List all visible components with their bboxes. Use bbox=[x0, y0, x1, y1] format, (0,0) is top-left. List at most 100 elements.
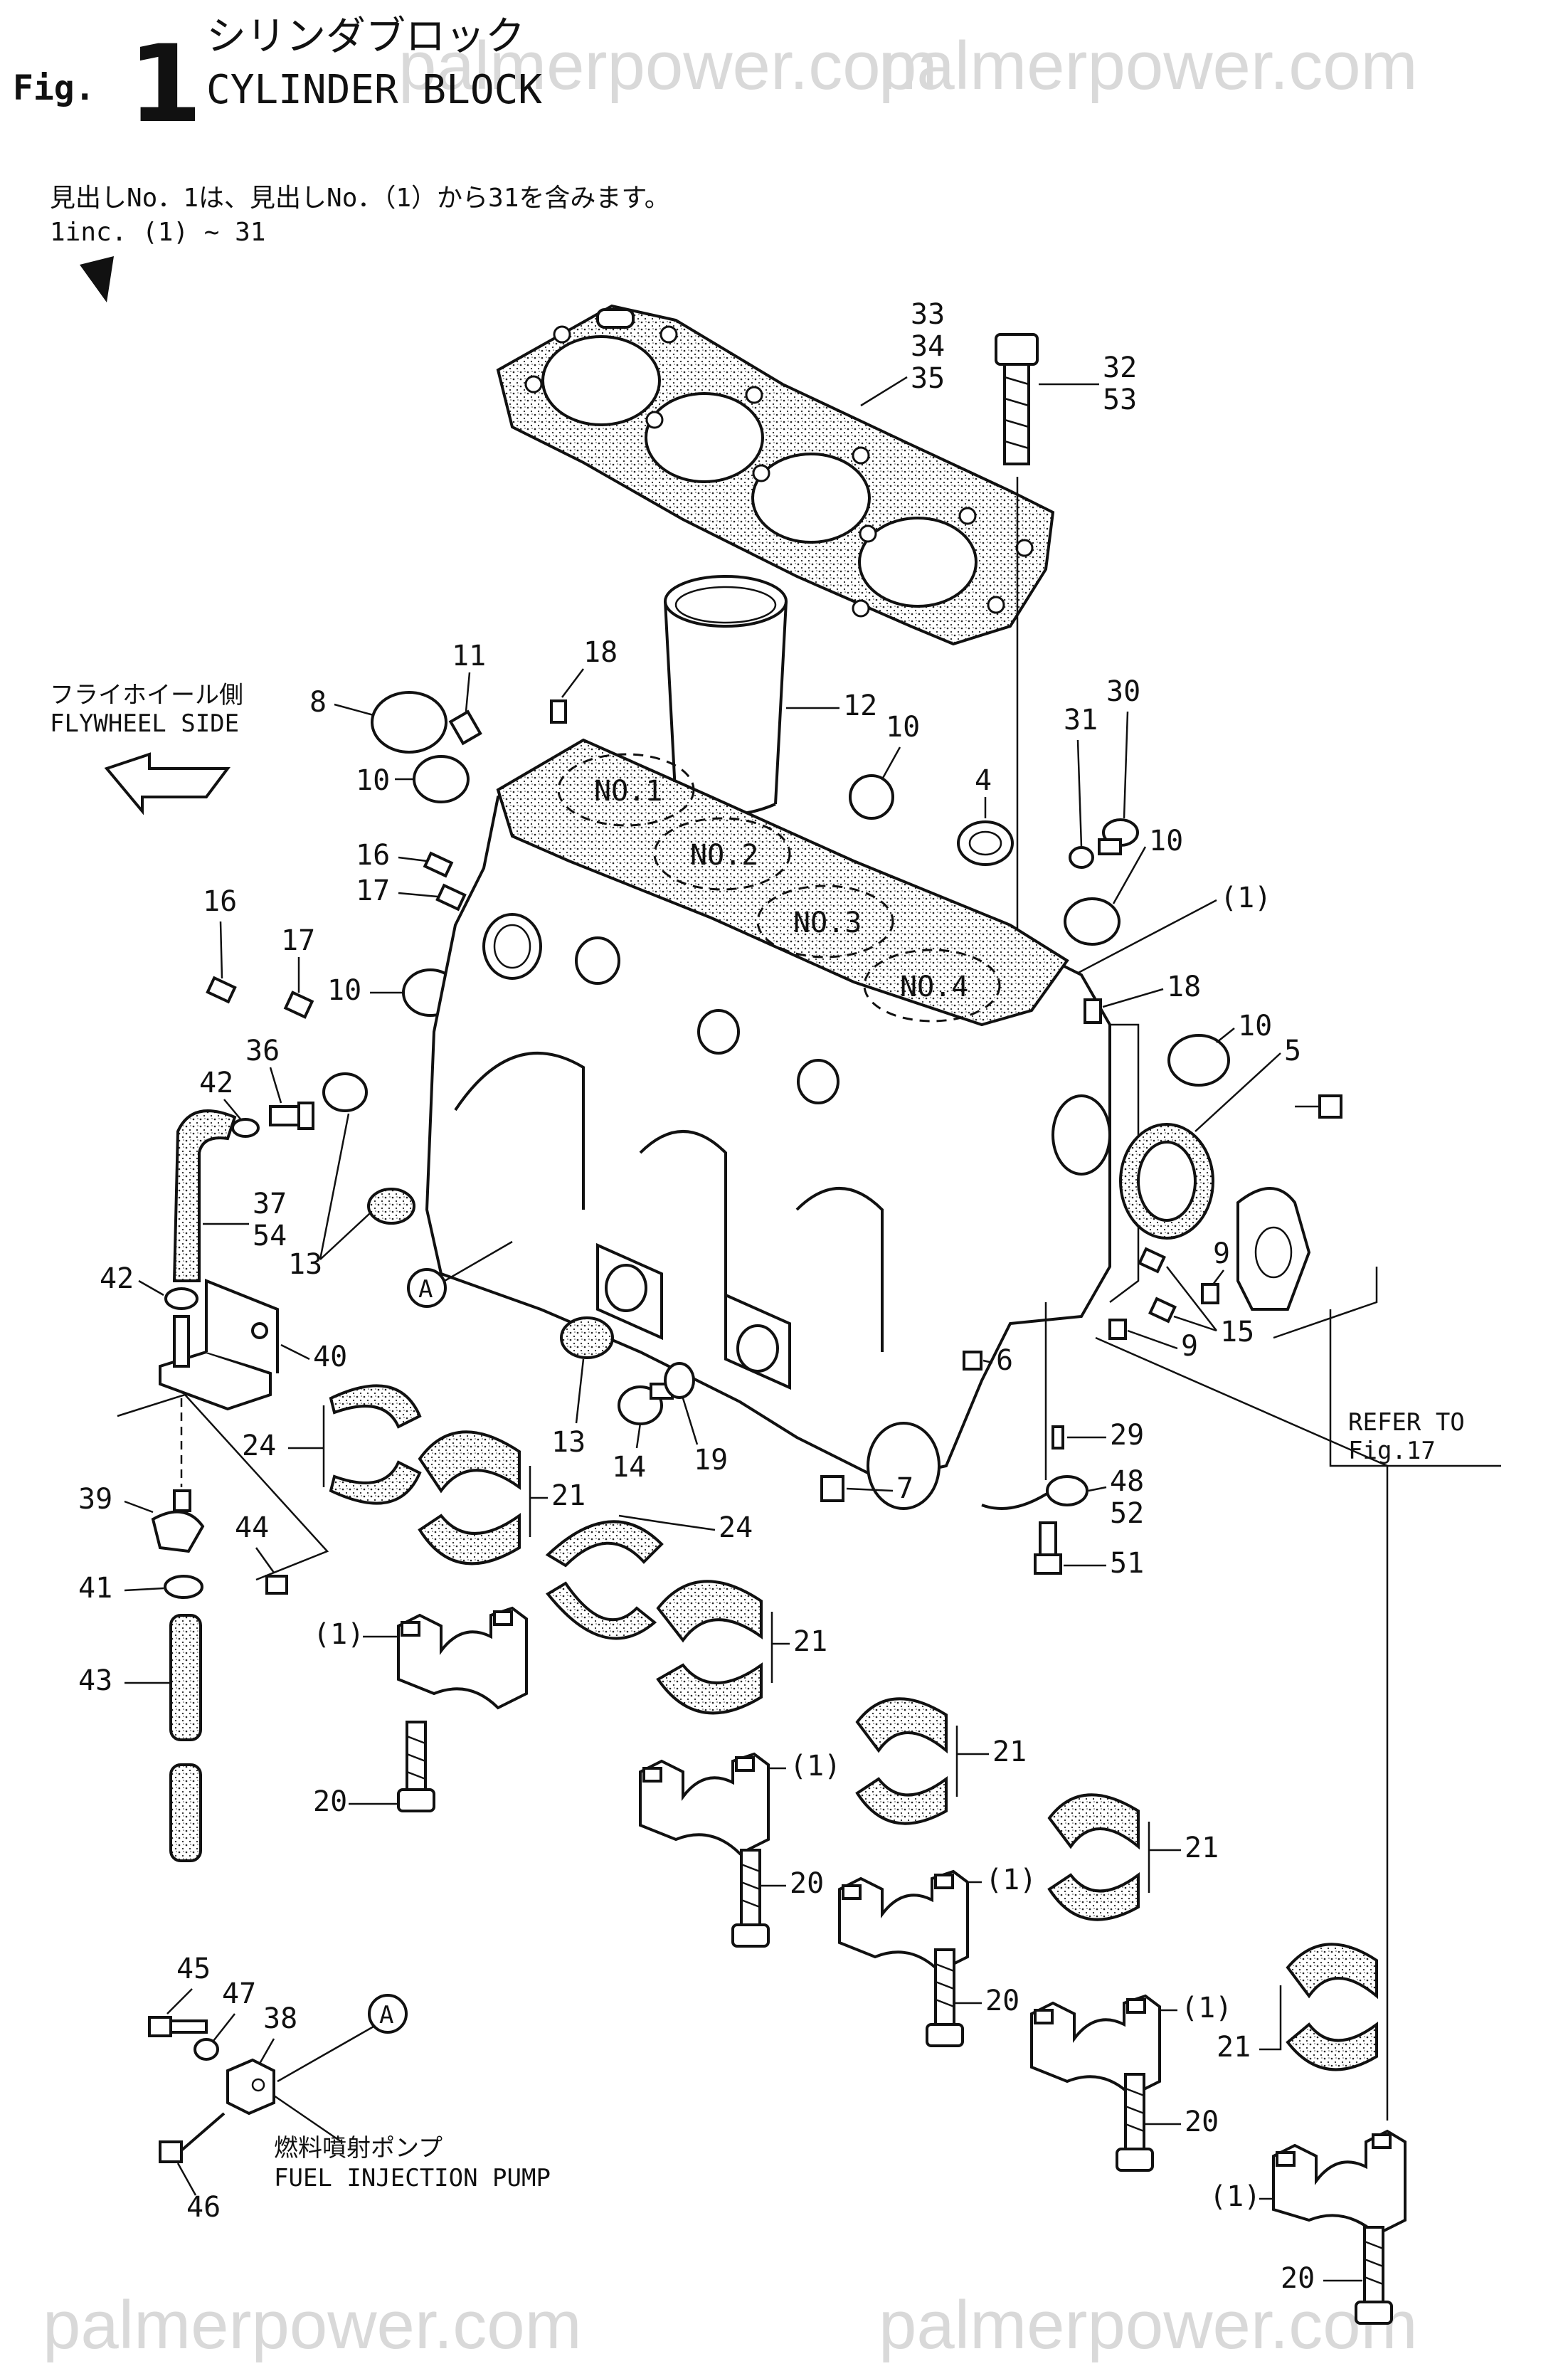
callout-5: 5 bbox=[1284, 1035, 1301, 1067]
callout-18-right: 18 bbox=[1167, 971, 1201, 1003]
bolt-20-e bbox=[1355, 2226, 1393, 2325]
plug-10-b bbox=[849, 774, 894, 820]
watermark-bottom-left: palmerpower.com bbox=[43, 2287, 582, 2363]
plug-13-b bbox=[560, 1316, 614, 1359]
watermark-group: palmerpower.com palmerpower.com palmerpo… bbox=[43, 28, 1418, 2363]
plug-14 bbox=[618, 1383, 674, 1425]
callout-47: 47 bbox=[222, 1977, 256, 2010]
callout-8: 8 bbox=[309, 686, 327, 719]
callout-39: 39 bbox=[78, 1483, 112, 1516]
ref-circle-a-lower-letter: A bbox=[379, 2001, 393, 2029]
clamp-42-a bbox=[231, 1118, 260, 1138]
callout-24-a: 24 bbox=[242, 1430, 276, 1462]
callout-14: 14 bbox=[612, 1451, 646, 1484]
fuel-pump-label-en: FUEL INJECTION PUMP bbox=[274, 2164, 551, 2192]
cylinder-no3-outline bbox=[756, 884, 894, 959]
bearing-shell-21-e bbox=[1286, 1943, 1378, 2071]
callout-40: 40 bbox=[313, 1341, 347, 1373]
plug-10-c bbox=[1064, 897, 1121, 946]
cylinder-no1-label: NO.1 bbox=[594, 775, 662, 808]
bolt-20-d bbox=[1116, 2073, 1154, 2172]
header: Fig. 1 シリンダブロック CYLINDER BLOCK 見出しNo．1は、… bbox=[13, 14, 670, 302]
callout-33: 33 bbox=[911, 298, 945, 331]
flywheel-label-en: FLYWHEEL SIDE bbox=[50, 709, 239, 738]
cylinder-no2-outline bbox=[653, 817, 791, 891]
callout-21-b: 21 bbox=[793, 1625, 827, 1658]
callout-13-b: 13 bbox=[551, 1426, 586, 1459]
ref-circle-a-upper bbox=[407, 1268, 447, 1308]
head-gasket bbox=[496, 304, 1055, 646]
callout-16-b: 16 bbox=[203, 885, 237, 918]
bearing-shell-21-a bbox=[418, 1430, 521, 1565]
title-english: CYLINDER BLOCK bbox=[206, 67, 542, 113]
watermark-bottom-right: palmerpower.com bbox=[879, 2287, 1418, 2363]
plug-10-a bbox=[413, 755, 470, 803]
washer-19 bbox=[664, 1362, 695, 1399]
bearing-shell-21-b bbox=[656, 1580, 763, 1715]
bolt-20-c bbox=[926, 1948, 964, 2047]
thrust-washer-24-b bbox=[545, 1520, 664, 1640]
pin-9-a bbox=[1201, 1283, 1219, 1304]
cylinder-no4-label: NO.4 bbox=[900, 971, 968, 1003]
bearing-cap-1-b bbox=[639, 1752, 770, 1856]
callout-32: 32 bbox=[1103, 352, 1137, 384]
fig-number: 1 bbox=[128, 23, 202, 147]
callout-10-c: 10 bbox=[1149, 825, 1183, 857]
callout-10-b: 10 bbox=[886, 711, 920, 744]
callout-42-b: 42 bbox=[100, 1262, 134, 1295]
callout-1-a: (1) bbox=[313, 1618, 364, 1651]
callout-10-e: 10 bbox=[1238, 1010, 1272, 1042]
watermark-top-left: palmerpower.com bbox=[398, 28, 938, 104]
fitting-39 bbox=[151, 1489, 205, 1553]
cylinder-liner bbox=[664, 575, 788, 816]
arrowhead-icon bbox=[80, 256, 114, 302]
callout-54: 54 bbox=[253, 1220, 287, 1252]
pin-17-b bbox=[283, 991, 314, 1019]
callout-19: 19 bbox=[694, 1444, 728, 1477]
callout-4: 4 bbox=[975, 764, 992, 797]
callout-20-b: 20 bbox=[790, 1867, 824, 1900]
pin-9-b bbox=[1108, 1319, 1127, 1340]
ref-circle-a-upper-letter: A bbox=[418, 1275, 433, 1304]
callout-35: 35 bbox=[911, 362, 945, 395]
plug-30 bbox=[1098, 818, 1139, 855]
flywheel-side-indicator: フライホイール側 FLYWHEEL SIDE bbox=[50, 681, 243, 815]
head-bolt bbox=[995, 333, 1039, 465]
callout-42-a: 42 bbox=[199, 1067, 233, 1099]
callout-1-d: (1) bbox=[1181, 1992, 1232, 2024]
oil-seal-5 bbox=[1051, 1094, 1214, 1240]
callout-24-b: 24 bbox=[719, 1511, 753, 1544]
callout-43: 43 bbox=[78, 1664, 112, 1697]
callout-29: 29 bbox=[1110, 1419, 1144, 1452]
cylinder-no3-label: NO.3 bbox=[793, 907, 862, 939]
callout-21-e: 21 bbox=[1217, 2031, 1251, 2064]
callout-45: 45 bbox=[176, 1953, 211, 1985]
callout-10-a: 10 bbox=[356, 764, 390, 797]
callout-20-a: 20 bbox=[313, 1785, 347, 1818]
callout-12: 12 bbox=[843, 690, 877, 722]
callout-9-a: 9 bbox=[1213, 1237, 1230, 1270]
plug-8 bbox=[371, 691, 447, 754]
bolt-20-a bbox=[397, 1721, 435, 1812]
bearing-cap-1-d bbox=[1030, 1994, 1161, 2098]
plug-7 bbox=[820, 1475, 844, 1502]
fuel-pump-label-jp: 燃料噴射ポンプ bbox=[274, 2134, 443, 2163]
thrust-washer-24-a bbox=[329, 1384, 422, 1505]
hose-37 bbox=[172, 1109, 237, 1282]
callout-31: 31 bbox=[1064, 704, 1098, 736]
arrow-left-icon bbox=[104, 752, 231, 815]
callout-1-e: (1) bbox=[1209, 2180, 1261, 2213]
fitting-36 bbox=[269, 1102, 314, 1130]
pin-16-a bbox=[423, 851, 454, 878]
clamp-42-b bbox=[164, 1287, 198, 1310]
callout-7: 7 bbox=[896, 1472, 913, 1505]
title-japanese: シリンダブロック bbox=[206, 14, 525, 60]
cylinder-block bbox=[425, 738, 1140, 1510]
callout-20-e: 20 bbox=[1281, 2262, 1315, 2295]
bolt-rear bbox=[1295, 1094, 1342, 1119]
note-english: 1inc. (1) ~ 31 bbox=[50, 218, 265, 247]
callout-1-c: (1) bbox=[985, 1864, 1037, 1896]
bearing-cap-1-e bbox=[1272, 2129, 1407, 2237]
flywheel-label-jp: フライホイール側 bbox=[50, 681, 243, 709]
